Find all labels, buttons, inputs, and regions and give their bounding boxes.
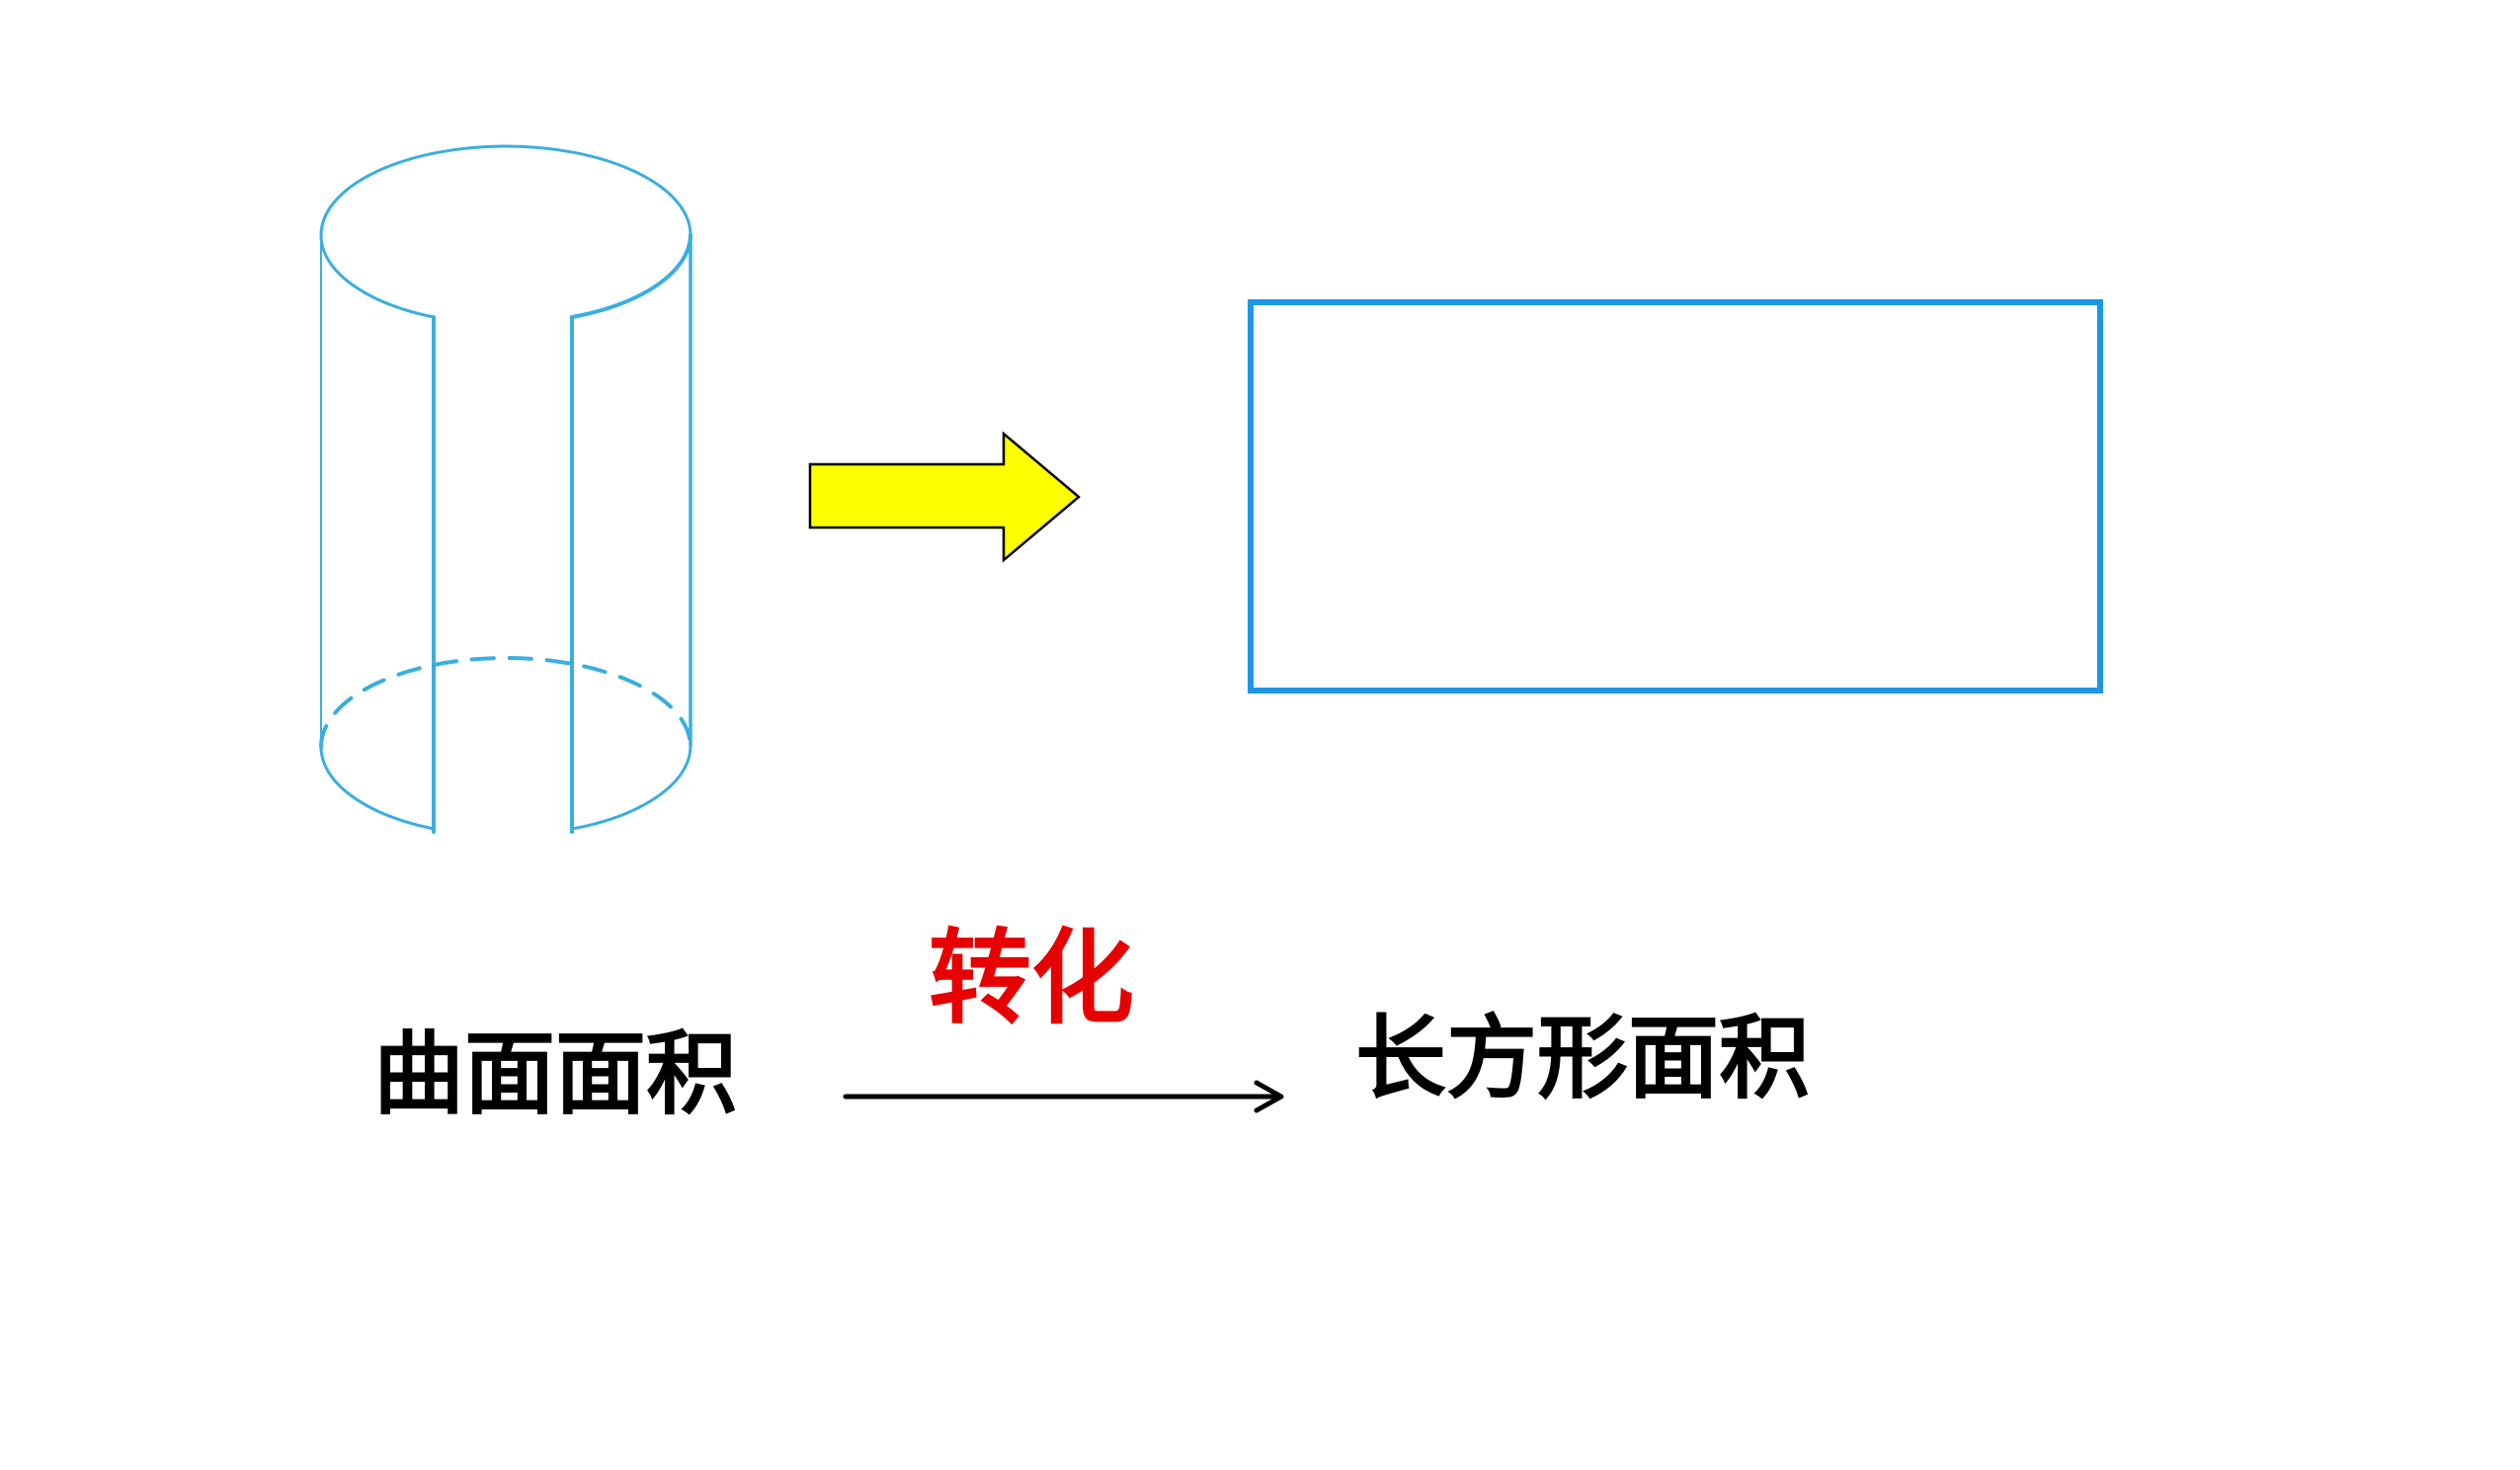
cylinder-bottom-front-left-arc: [319, 745, 436, 831]
transform-arrow-icon: [843, 1080, 1284, 1113]
cylinder-top-front-right-arc: [570, 233, 692, 319]
transform-arrow-head: [1254, 1080, 1284, 1113]
rectangle-area-label: 长方形面积: [1355, 1006, 1811, 1111]
right-arrow-icon: [808, 431, 1081, 563]
cylinder-bottom-back-arc: [319, 656, 692, 749]
transform-label: 转化: [929, 918, 1135, 1038]
cylinder-bottom-front-right-arc: [570, 745, 692, 831]
curved-surface-area-label: 曲面面积: [373, 1021, 738, 1127]
rectangle-icon: [1248, 299, 2103, 694]
cylinder-top-back-arc: [319, 144, 692, 237]
cylinder-top-front-left-arc: [319, 233, 436, 319]
cut-open-cylinder-icon: [319, 144, 692, 834]
